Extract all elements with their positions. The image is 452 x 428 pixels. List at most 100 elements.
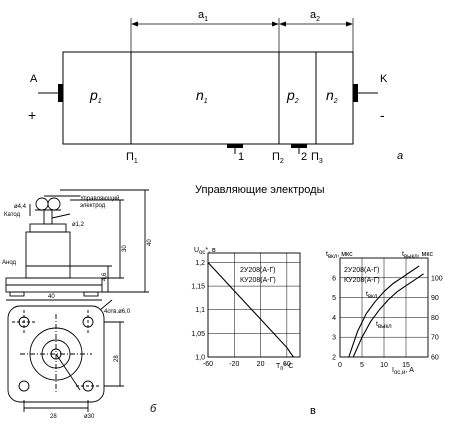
chart-right-ytick-left: 3	[332, 335, 336, 342]
electrode-2-label: 2	[301, 151, 307, 163]
chart-left-ytick-labels: 1,2 1,15 1,1 1,05 1,0	[191, 260, 205, 362]
dimension-a1: a1	[131, 9, 279, 27]
chart-right-ytick-right: 60	[431, 355, 439, 362]
dim-28-right-label: 28	[114, 355, 120, 362]
anode-contact	[58, 84, 63, 102]
chart-left-grid	[207, 253, 300, 358]
chart-left-xtick: 20	[257, 361, 265, 368]
cathode-label: Катод	[4, 212, 21, 218]
cathode-sign: -	[380, 107, 385, 123]
chart-left-xtick: -20	[229, 361, 239, 368]
structure-diagram: a1 a2 p1 n1 p2 n2 A + K - 1 2 П1 П2	[28, 9, 403, 196]
chart-right-ytick-right: 70	[431, 335, 439, 342]
dim-40-label: 40	[147, 239, 153, 246]
chart-left-ytick: 1,1	[195, 307, 205, 314]
anode-letter: A	[30, 73, 38, 85]
chart-left-line	[207, 262, 294, 358]
chart-right-ytick-right: 90	[431, 295, 439, 302]
chart-left-ylabel: Uос*, в	[194, 247, 216, 256]
lead-diameter-label: ø1,2	[72, 222, 85, 228]
dim-30-label: 30	[122, 245, 128, 252]
chart-right-xtick: 5	[360, 362, 364, 369]
chart-right-ytick-left: 4	[332, 315, 336, 322]
layer-p1-label: p1	[89, 87, 102, 105]
layer-n1-label: n1	[196, 87, 208, 105]
dim-circle-label: ø30	[84, 414, 95, 420]
control-electrode-label-2: электрод	[80, 203, 106, 209]
chart-left-xtick: -60	[203, 361, 213, 368]
curve-on-label: tвкл	[366, 291, 378, 300]
anode-sign: +	[28, 107, 36, 123]
package-top-labels: 28 28 ø30 б	[50, 355, 157, 420]
dim-40-base-label: 40	[48, 294, 55, 300]
chart-right-ytick-left: 6	[332, 275, 336, 282]
package-labels: ø4,4 Управляющий электрод Катод ø1,2 Ано…	[2, 195, 153, 315]
anode-label: Анод	[2, 260, 17, 266]
chart-right-title-1: 2У208(А-Г)	[344, 267, 379, 274]
chart-right-series	[348, 265, 424, 358]
dim-28-bottom-label: 28	[50, 414, 57, 420]
electrode-1-label: 1	[238, 151, 244, 163]
chart-left-xtick-labels: -60 -20 20 60	[203, 361, 291, 368]
dim-diameter-label: ø4,4	[14, 204, 27, 210]
chart-right-xtick: 0	[338, 362, 342, 369]
chart-right: 6 5 4 3 2 100 90 80 70 60 0 5 10 15 tвкл, мкс tвыкл…	[326, 251, 443, 376]
junction-1-label: П1	[126, 151, 138, 165]
chart-left-title-1: 2У208(А-Г)	[240, 267, 275, 274]
chart-right-line-toff	[352, 273, 424, 358]
holes-label: 4отв.ø6,0	[104, 309, 131, 315]
dimension-a2: a2	[279, 9, 353, 27]
chart-left-ytick: 1,15	[191, 284, 205, 291]
junction-3-label: П3	[311, 151, 323, 165]
chart-right-xlabel: Iос,и, А	[392, 367, 414, 376]
mount-hole-bl	[18, 380, 30, 392]
chart-left-title-2: КУ208(А-Г)	[240, 277, 276, 284]
package-body	[25, 231, 71, 279]
package-drawing	[5, 189, 149, 301]
curve-off-label: tвыкл	[376, 321, 392, 330]
cathode-lead	[43, 209, 53, 225]
flange-square	[7, 305, 105, 403]
chart-right-line-ton	[348, 265, 420, 358]
chart-right-ytick-left: 5	[332, 295, 336, 302]
dimension-a2-label: a2	[310, 9, 320, 23]
cathode-contact	[353, 84, 358, 102]
control-electrodes-caption: Управляющие электроды	[195, 184, 325, 196]
chart-right-ytick-labels-left: 6 5 4 3 2	[332, 275, 336, 361]
control-electrode-1	[227, 144, 243, 148]
terminal-ring-right	[47, 197, 61, 211]
dim-4-6-label: 4,6	[102, 272, 108, 281]
dimension-a1-label: a1	[198, 9, 208, 23]
chart-left-ytick: 1,05	[191, 331, 205, 338]
chart-right-ytick-left: 2	[332, 355, 336, 362]
chart-right-xtick-labels: 0 5 10 15	[338, 362, 410, 369]
layer-p2-label: p2	[286, 87, 299, 105]
terminal-ring-left	[35, 197, 49, 211]
panel-label-c: в	[310, 405, 316, 417]
chart-right-ylabel-left: tвкл, мкс	[326, 251, 353, 260]
chart-right-title-2: КУ208(А-Г)	[344, 277, 380, 284]
chart-right-xtick: 10	[380, 362, 388, 369]
chart-left-series	[207, 262, 294, 358]
layer-n2-label: n2	[326, 87, 338, 105]
chart-left-xlabel: Tп° С	[276, 362, 293, 372]
chart-left: 1,2 1,15 1,1 1,05 1,0 -60 -20 20 60 Uос*, в 2У2…	[191, 247, 301, 372]
package-neck	[29, 223, 67, 233]
chart-left-ytick: 1,2	[195, 260, 205, 267]
cathode-letter: K	[380, 73, 388, 85]
junction-2-label: П2	[272, 151, 284, 165]
panel-label-b: б	[150, 403, 157, 415]
chart-right-ylabel-right: tвыкл, мкс	[402, 251, 433, 260]
control-electrode-2	[291, 144, 307, 148]
chart-right-xtick: 15	[402, 362, 410, 369]
chart-right-ytick-right: 100	[431, 275, 443, 282]
chart-right-ytick-right: 80	[431, 315, 439, 322]
chart-right-ytick-labels-right: 100 90 80 70 60	[431, 275, 443, 361]
chart-left-ytick: 1,0	[195, 355, 205, 362]
thyristor-body	[62, 51, 354, 145]
control-electrode-label-1: Управляющий	[80, 195, 119, 202]
package-top-view	[7, 299, 124, 412]
panel-label-a: а	[397, 150, 403, 162]
chart-left-xtick: 60	[283, 361, 291, 368]
